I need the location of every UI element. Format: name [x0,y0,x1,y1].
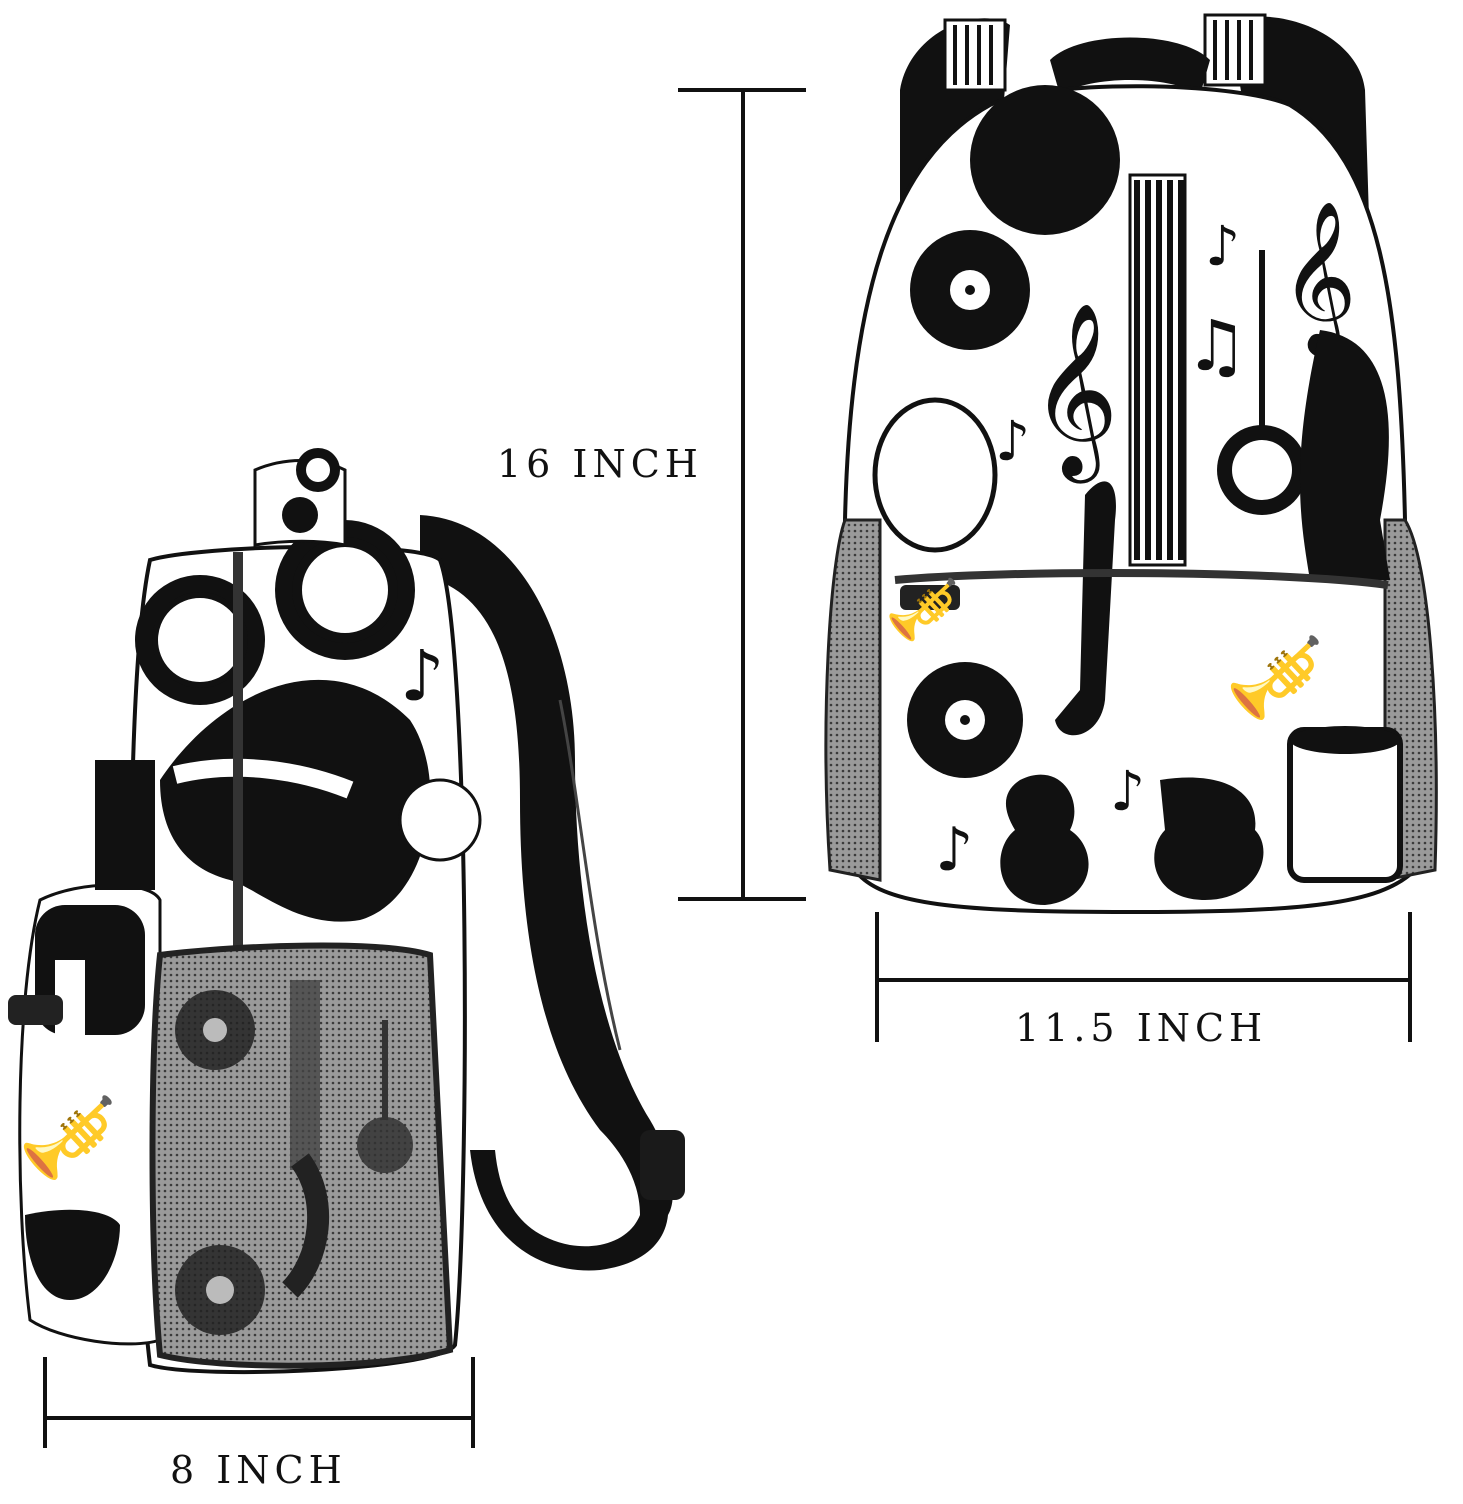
svg-text:𝄞: 𝄞 [1030,302,1119,484]
svg-text:♪: ♪ [1110,759,1145,823]
front-view-backpack: 𝄞 𝄞 ♫ ♪ ♪ 🎺 ♪ ♪ 🎺 [824,13,1438,915]
svg-text:♪: ♪ [1205,214,1240,278]
svg-text:♪: ♪ [995,409,1030,473]
svg-text:🎺: 🎺 [18,1091,118,1184]
svg-text:♪: ♪ [935,815,973,885]
pocket-zipper-pull [8,995,63,1025]
width-label: 11.5 INCH [1015,1006,1268,1050]
left-mesh-pocket [824,518,882,882]
strap-buckle [640,1130,685,1200]
svg-text:♫: ♫ [1185,305,1248,387]
height-dimension-line [678,88,806,901]
svg-text:🎺: 🎺 [885,575,960,645]
svg-text:🎺: 🎺 [1225,631,1325,724]
svg-text:𝄞: 𝄞 [1280,199,1357,358]
side-view-backpack: ♪ 🎺 [8,448,685,1375]
front-top-handle [1050,37,1210,95]
strap-loop [470,1150,668,1271]
front-pocket-zipper [894,569,1389,589]
width-dimension-line [875,912,1412,1042]
svg-text:♪: ♪ [400,635,445,717]
depth-label: 8 INCH [170,1448,347,1492]
depth-dimension-line [43,1357,475,1448]
shoulder-strap [420,515,673,1215]
height-label: 16 INCH [497,442,703,486]
